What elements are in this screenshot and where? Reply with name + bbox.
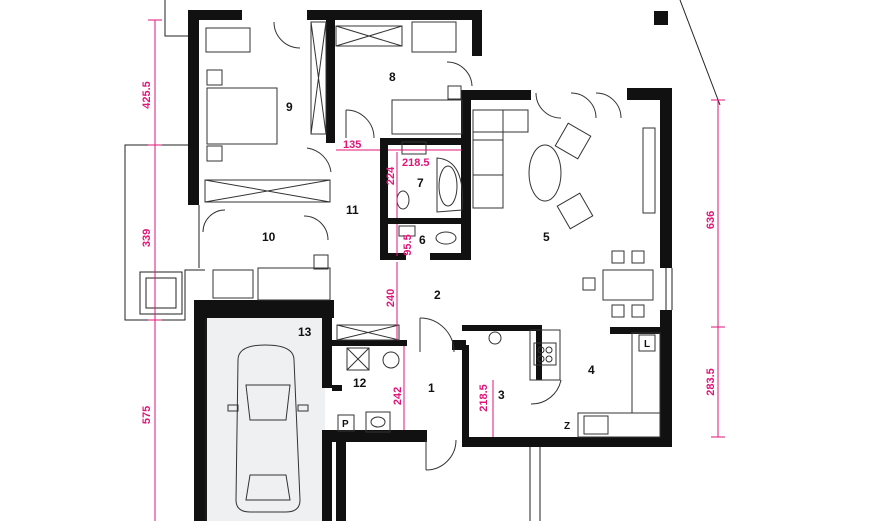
dim-95: 95.5: [402, 234, 414, 255]
room-label-1: 1: [428, 381, 435, 395]
walls: [188, 10, 672, 521]
room-label-5: 5: [543, 230, 550, 244]
doors: [202, 21, 622, 471]
room-label-10: 10: [262, 230, 276, 244]
laundry-marker: L: [644, 339, 650, 350]
dim-218-top: 218.5: [402, 157, 430, 169]
furniture: [204, 21, 661, 438]
room-label-12: 12: [353, 376, 367, 390]
room-label-13: 13: [298, 325, 312, 339]
dim-right-bottom: 283.5: [705, 368, 717, 396]
dim-left-mid: 339: [141, 229, 153, 247]
room-label-3: 3: [498, 388, 505, 402]
room-label-2: 2: [434, 288, 441, 302]
fridge-marker: Z: [564, 421, 570, 432]
dim-left-bottom: 575: [141, 406, 153, 424]
room-label-4: 4: [588, 363, 595, 377]
pantry-marker: P: [342, 419, 349, 430]
dimension-lines: [148, 19, 725, 521]
dim-218-bottom: 218.5: [478, 384, 490, 412]
dim-224: 224: [385, 166, 397, 185]
room-label-6: 6: [419, 233, 426, 247]
dim-240: 240: [385, 289, 397, 307]
dim-242: 242: [392, 387, 404, 405]
dim-135: 135: [343, 139, 361, 151]
room-label-7: 7: [417, 176, 424, 190]
dim-left-top: 425.5: [141, 81, 153, 109]
room-label-8: 8: [389, 70, 396, 84]
room-label-9: 9: [286, 100, 293, 114]
room-label-11: 11: [346, 203, 359, 217]
outlines: [124, 0, 721, 521]
car-icon: [227, 344, 309, 513]
dim-right-top: 636: [705, 211, 717, 229]
